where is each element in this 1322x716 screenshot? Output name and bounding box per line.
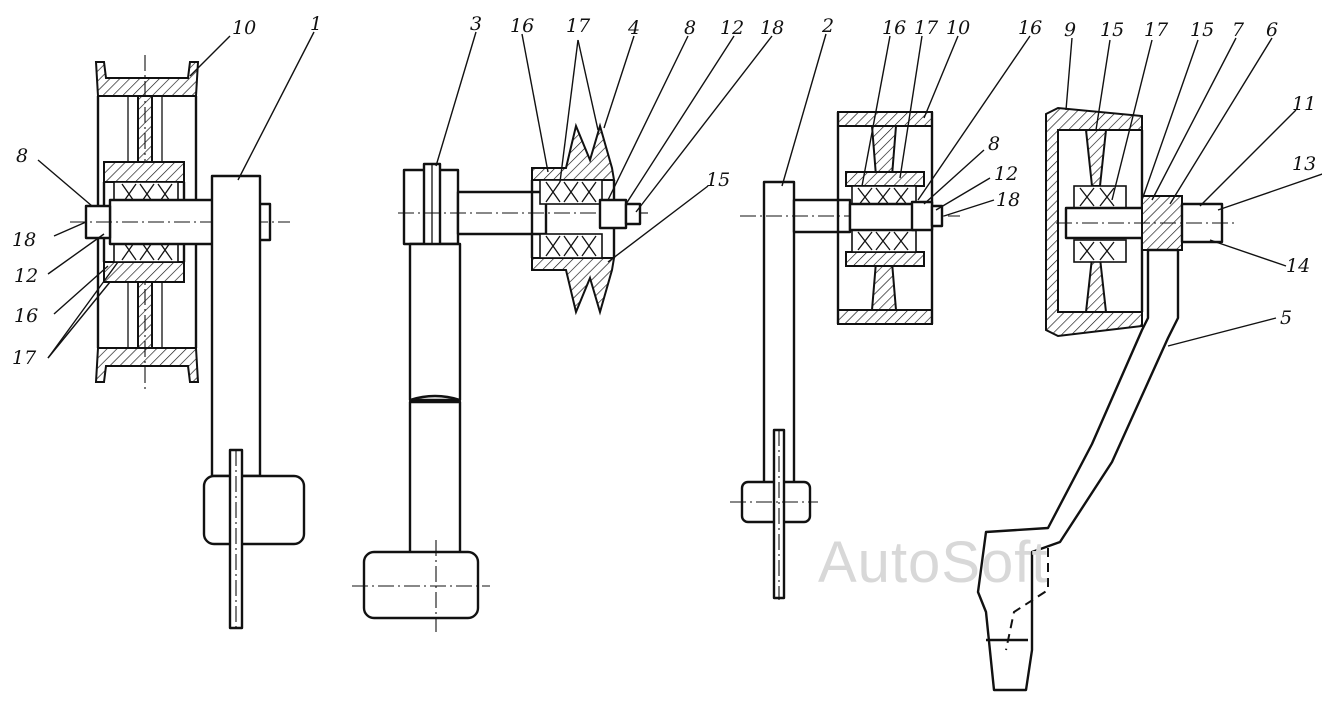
callout-2: 2 [821,15,834,37]
lever-3 [352,162,490,632]
nut-c [910,200,934,232]
callout-8: 8 [16,145,28,167]
callout-16: 16 [1018,17,1042,39]
callout-17: 17 [12,347,37,369]
watermark: AutoSoft [818,530,1048,595]
assembly-b [352,122,650,632]
callout-16: 16 [882,17,906,39]
callout-10: 10 [946,17,970,39]
assembly-c [730,111,960,600]
leader-lines [37,31,1322,359]
callout-16: 16 [14,305,38,327]
callout-18: 18 [760,17,784,39]
callouts: 10 1 8 18 12 16 17 3 16 17 4 8 12 18 15 … [12,13,1316,369]
callout-8: 8 [684,17,696,39]
callout-17: 17 [566,15,591,37]
callout-3: 3 [470,13,482,35]
callout-15: 15 [1100,19,1124,41]
bracket-5 [976,248,1180,692]
callout-11: 11 [1292,93,1316,115]
callout-18: 18 [12,229,36,251]
callout-14: 14 [1286,255,1310,277]
callout-16: 16 [510,15,534,37]
callout-17: 17 [1144,19,1169,41]
callout-4: 4 [627,17,640,39]
callout-8: 8 [988,133,1000,155]
callout-6: 6 [1266,19,1278,41]
callout-12: 12 [14,265,38,287]
callout-12: 12 [994,163,1018,185]
callout-15: 15 [1190,19,1214,41]
callout-10: 10 [232,17,256,39]
assembly-d [976,106,1236,692]
callout-1: 1 [310,13,322,35]
assembly-a [70,55,306,630]
callout-15: 15 [706,169,730,191]
callout-18: 18 [996,189,1020,211]
lever-1 [202,174,306,630]
callout-5: 5 [1280,307,1292,329]
callout-12: 12 [720,17,744,39]
callout-13: 13 [1292,153,1316,175]
callout-17: 17 [914,17,939,39]
v-pulley-4 [530,122,616,316]
callout-7: 7 [1232,19,1245,41]
nut-b [598,198,628,230]
callout-9: 9 [1064,19,1076,41]
lever-2 [730,180,818,600]
